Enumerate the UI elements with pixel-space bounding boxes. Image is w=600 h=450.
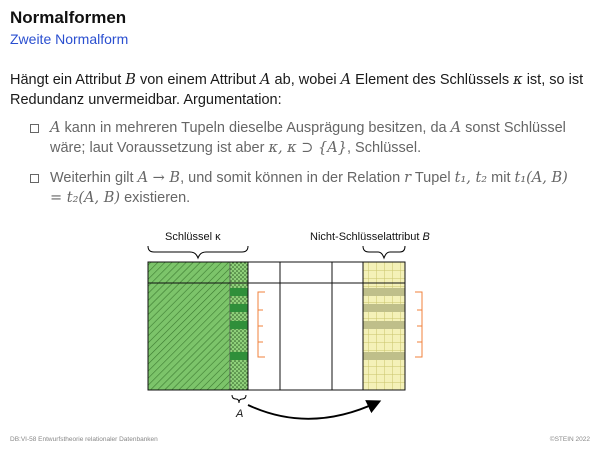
math-tuples: t₁, t₂ xyxy=(454,170,488,186)
bullet-1-part-3: , Schlüssel. xyxy=(346,140,422,156)
key-area xyxy=(147,282,231,391)
key-brace xyxy=(147,245,249,260)
intro-text-3: ab, wobei xyxy=(270,72,341,88)
bullet-item-1: A kann in mehreren Tupeln dieselbe Auspr… xyxy=(30,118,580,158)
intro-text-2: von einem Attribut xyxy=(135,72,261,88)
math-fd: A → B xyxy=(137,170,181,186)
bullet-1-part-2: sonst Schlüssel wäre; laut Voraussetzung… xyxy=(50,120,566,156)
attribute-b-value xyxy=(363,304,405,312)
footer-right: ©STEIN 2022 xyxy=(549,436,590,443)
intro-text-5: ist, so ist Redundanz unvermeidbar. Argu… xyxy=(10,72,584,108)
attribute-a-value xyxy=(230,288,248,296)
bullet-square-icon xyxy=(30,124,39,133)
math-equality: t₁(A, B) = t₂(A, B) xyxy=(50,170,568,206)
math-r: r xyxy=(404,170,412,186)
key-label: Schlüssel κ xyxy=(165,231,221,243)
attribute-a-value xyxy=(230,321,248,329)
slide-subtitle: Zweite Normalform xyxy=(10,31,129,47)
bullet-text-2: Weiterhin gilt A → B, und somit können i… xyxy=(50,168,580,208)
footer-left: DB:VI-58 Entwurfstheorie relationaler Da… xyxy=(10,436,158,443)
attribute-b-value xyxy=(363,352,405,360)
intro-text-4: Element des Schlüssels xyxy=(351,72,514,88)
attribute-a-value xyxy=(230,304,248,312)
key-area-header xyxy=(147,261,231,284)
bullet-square-icon xyxy=(30,174,39,183)
intro-text-1: Hängt ein Attribut xyxy=(10,72,126,88)
bullet-2-part-1: Weiterhin gilt xyxy=(50,170,138,186)
bullet-text-1: A kann in mehreren Tupeln dieselbe Auspr… xyxy=(50,118,580,158)
a-label: A xyxy=(235,408,243,420)
intro-paragraph: Hängt ein Attribut B von einem Attribut … xyxy=(10,70,590,110)
relation-table-frame xyxy=(147,261,406,391)
math-kappa-superset: κ, κ ⊃ {A} xyxy=(268,140,347,156)
intro-var-b: B xyxy=(125,72,136,88)
a-brace xyxy=(231,394,247,404)
relation-diagram: Schlüssel κ Nicht-Schlüsselattribut B A xyxy=(147,231,430,420)
tuple-bracket-right xyxy=(415,291,423,358)
bullet-item-2: Weiterhin gilt A → B, und somit können i… xyxy=(30,168,580,208)
intro-var-kappa: κ xyxy=(513,72,523,88)
slide-title: Normalformen xyxy=(10,8,127,27)
bullet-2-part-3: Tupel xyxy=(411,170,455,186)
bullet-1-part-1: kann in mehreren Tupeln dieselbe Auspräg… xyxy=(60,120,451,136)
dependency-arrow xyxy=(247,400,382,420)
math-a: A xyxy=(50,120,61,136)
bullet-2-part-5: existieren. xyxy=(120,190,191,206)
intro-var-a2: A xyxy=(340,72,352,88)
tuple-bracket-left xyxy=(257,291,265,358)
intro-var-a: A xyxy=(260,72,271,88)
math-a: A xyxy=(450,120,462,136)
nonkey-label: Nicht-Schlüsselattribut B xyxy=(310,231,430,243)
nonkey-brace xyxy=(362,245,406,260)
attribute-b-value xyxy=(363,288,405,296)
attribute-b-value xyxy=(363,321,405,329)
bullet-2-part-4: mit xyxy=(487,170,515,186)
attribute-a-value xyxy=(230,352,248,360)
bullet-2-part-2: , und somit können in der Relation xyxy=(180,170,405,186)
